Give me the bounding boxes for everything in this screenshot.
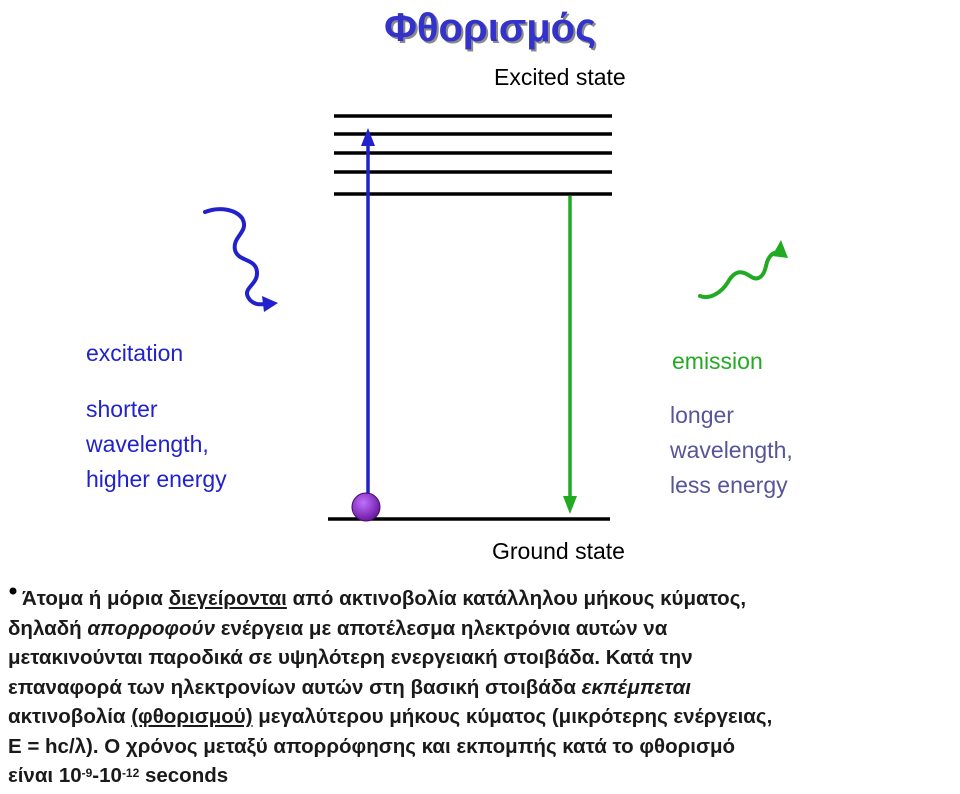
text-span: Άτομα ή μόρια — [22, 587, 169, 610]
text-span: ακτινοβολία — [8, 705, 132, 728]
text-span: ενέργεια με αποτέλεσμα ηλεκτρόνια αυτών … — [215, 616, 668, 640]
electron — [351, 492, 381, 522]
text-span: -10 — [92, 764, 122, 787]
excitation-description: shorter wavelength, higher energy — [86, 396, 227, 492]
excited-term: διεγείρονται — [168, 587, 287, 610]
paragraph-line-1: Άτομα ή μόρια διεγείρονται από ακτινοβολ… — [8, 584, 958, 614]
emission-description: longer wavelength, less energy — [670, 402, 793, 498]
paragraph-line-4: επαναφορά των ηλεκτρονίων αυτών στη βασι… — [8, 673, 958, 703]
energy-level-diagram — [203, 114, 788, 522]
paragraph-line-2: δηλαδή απορροφούν ενέργεια με αποτέλεσμα… — [8, 614, 958, 644]
page-title: Φθορισμός — [384, 6, 596, 50]
bullet-icon — [9, 587, 17, 595]
text-span: από ακτινοβολία κατάλληλου μήκους κύματο… — [286, 587, 747, 610]
exponent: -9 — [81, 766, 93, 780]
excitation-photon-wave — [203, 207, 268, 307]
ground-state-label: Ground state — [492, 538, 625, 564]
emit-term: εκπέμπεται — [581, 675, 692, 699]
paragraph-line-7: είναι 10-9-10-12 seconds — [8, 761, 958, 791]
emission-photon-wave — [698, 250, 782, 299]
emission-photon-arrowhead — [772, 240, 788, 258]
description-paragraph: Άτομα ή μόρια διεγείρονται από ακτινοβολ… — [8, 584, 958, 791]
emission-label: emission — [672, 348, 763, 374]
excited-state-label: Excited state — [494, 64, 626, 90]
paragraph-line-3: μετακινούνται παροδικά σε υψηλότερη ενερ… — [8, 643, 958, 673]
exponent: -12 — [121, 766, 140, 780]
text-span: επαναφορά των ηλεκτρονίων αυτών στη βασι… — [8, 675, 582, 699]
excitation-arrowhead — [361, 128, 375, 146]
excitation-label: excitation — [86, 340, 184, 366]
emission-arrowhead — [563, 496, 577, 514]
text-span: μεγαλύτερου μήκους κύματος (μικρότερης ε… — [252, 705, 773, 728]
absorb-term: απορροφούν — [87, 616, 216, 640]
text-span: E = hc/λ). Ο χρόνος μεταξύ απορρόφησης κ… — [8, 734, 736, 758]
text-span: seconds — [139, 764, 229, 787]
excitation-photon-arrowhead — [262, 296, 278, 312]
paragraph-line-5: ακτινοβολία (φθορισμού) μεγαλύτερου μήκο… — [8, 702, 958, 732]
text-span: δηλαδή — [8, 616, 88, 640]
paragraph-line-6: E = hc/λ). Ο χρόνος μεταξύ απορρόφησης κ… — [8, 732, 958, 762]
fluorescence-term: (φθορισμού) — [131, 705, 253, 728]
text-span: είναι 10 — [8, 764, 82, 787]
text-span: μετακινούνται παροδικά σε υψηλότερη ενερ… — [8, 646, 693, 669]
